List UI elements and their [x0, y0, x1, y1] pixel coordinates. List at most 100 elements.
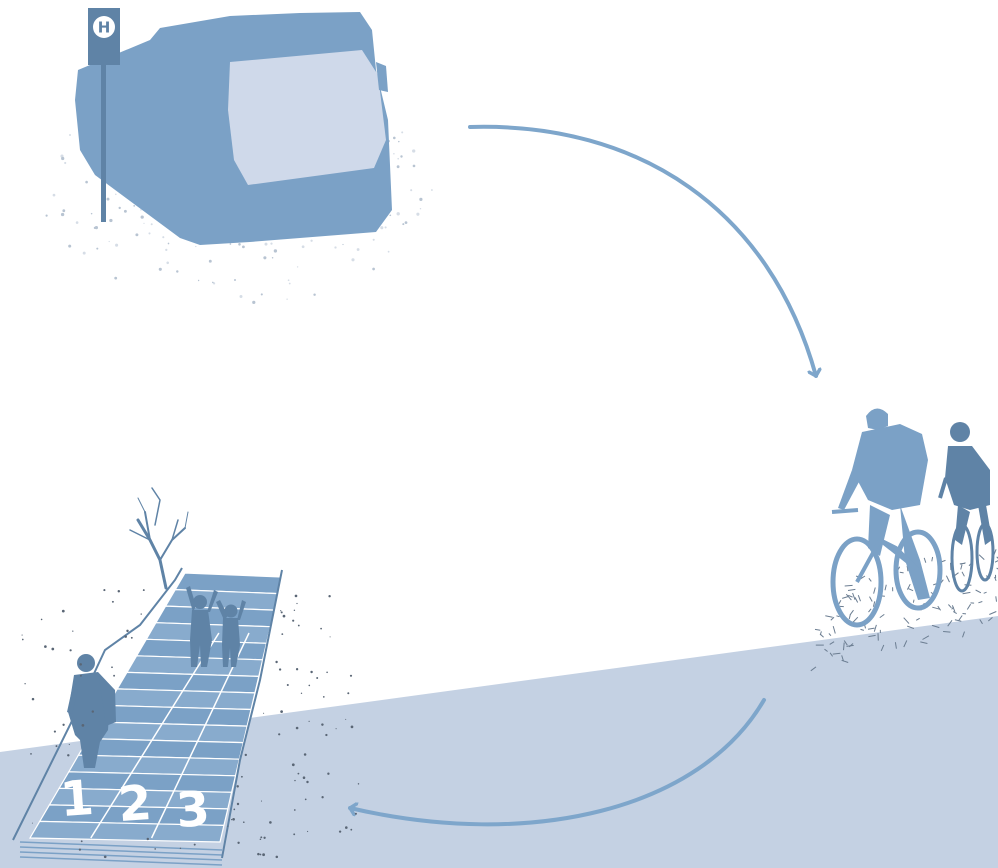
stairs-speckle-dot: [354, 812, 357, 815]
bus-shadow-dot: [402, 223, 405, 226]
bus-shadow-dot: [143, 222, 145, 224]
bus-shadow-dot: [393, 153, 395, 155]
bus-shadow-dot: [229, 243, 232, 245]
leaf-mark: [962, 631, 965, 638]
stairs-speckle-dot: [357, 783, 360, 785]
bus-shadow-dot: [69, 134, 71, 136]
bus-shadow-dot: [176, 270, 179, 273]
leaf-mark: [852, 616, 859, 623]
stair-base-line: [19, 846, 223, 856]
leaf-mark: [922, 635, 930, 640]
stairs-speckle-dot: [40, 618, 43, 621]
stairs-speckle-dot: [297, 624, 300, 627]
bus-shadow-dot: [387, 250, 390, 253]
stairs-speckle-dot: [79, 663, 82, 666]
leaf-mark: [847, 588, 856, 591]
bus-shadow-dot: [52, 193, 56, 197]
stairs-speckle-dot: [111, 600, 114, 603]
leaf-mark: [845, 593, 852, 601]
bus-shadow-dot: [166, 261, 169, 265]
bus-shadow-dot: [271, 256, 274, 259]
stairs-speckle-dot: [21, 638, 24, 641]
stairs-speckle-dot: [282, 614, 286, 618]
stairs-speckle-dot: [236, 802, 240, 806]
leaf-mark: [903, 617, 910, 624]
stairs-speckle-dot: [117, 590, 121, 593]
leaf-mark: [943, 631, 951, 633]
stairs-speckle-dot: [67, 754, 70, 757]
leaf-mark: [849, 609, 854, 616]
stairs-speckle-dot: [328, 594, 331, 598]
bus-shadow-dot: [252, 300, 256, 305]
leaf-mark: [894, 642, 897, 649]
leaf-mark: [912, 599, 915, 603]
stairs-speckle-dot: [103, 855, 107, 859]
bus-shadow-dot: [195, 245, 197, 248]
leaf-mark: [884, 584, 887, 591]
stairs-speckle-dot: [302, 776, 306, 779]
bus-shadow-dot: [351, 258, 355, 262]
stairs-speckle-dot: [31, 697, 35, 701]
stairs-speckle-dot: [321, 723, 324, 726]
stairs-speckle-dot: [51, 647, 55, 651]
leaf-mark: [961, 571, 965, 577]
leaf-mark: [852, 592, 856, 600]
stairs-speckle-dot: [269, 821, 272, 824]
bus-shadow-dot: [85, 180, 88, 184]
bus-shadow-dot: [60, 212, 65, 217]
leaf-mark: [931, 556, 934, 562]
arrow-bus-to-cyclists: [468, 124, 816, 378]
stairs-speckle-dot: [244, 753, 247, 757]
stair-base-line: [19, 851, 223, 861]
leaf-mark: [828, 633, 832, 637]
stair-number-1: 1: [58, 770, 95, 828]
leaf-mark: [931, 624, 940, 629]
leaf-mark: [848, 643, 854, 648]
stairs-speckle-dot: [236, 785, 239, 788]
leaf-mark: [848, 594, 853, 598]
bus-shadow-dot: [430, 189, 433, 191]
bus-shadow-dot: [118, 206, 121, 210]
stairs-speckle-dot: [53, 730, 56, 733]
stair-base-line: [19, 841, 223, 851]
leaf-mark: [872, 601, 876, 607]
stairs-speckle-dot: [335, 728, 337, 730]
bus-shadow-dot: [165, 248, 168, 252]
stairs-speckle-dot: [69, 649, 72, 652]
bus-shadow-dot: [342, 243, 344, 246]
bus-shadow-dot: [419, 197, 423, 201]
leaf-mark: [820, 633, 824, 638]
stairs-speckle-dot: [24, 683, 26, 685]
stairs-speckle-dot: [154, 848, 157, 850]
stair-step: [28, 820, 225, 843]
bus-shadow-dot: [123, 209, 127, 213]
leaf-mark: [959, 562, 966, 565]
stairs-speckle-dot: [146, 837, 150, 841]
bus-shadow-dot: [68, 244, 72, 248]
leaf-mark: [829, 641, 835, 645]
stairs-speckle-dot: [293, 833, 296, 836]
bus-stop-sign-icon: H: [88, 8, 120, 222]
stairs-speckle-dot: [350, 725, 354, 729]
stair-number-2: 2: [116, 775, 153, 833]
walker-icon: [67, 654, 116, 768]
bus-shadow-dot: [115, 193, 117, 196]
bus-shadow-dot: [62, 209, 66, 213]
bus-shadow-dot: [208, 259, 212, 263]
stairs-speckle-dot: [111, 666, 113, 669]
leaf-mark: [814, 628, 821, 631]
stairs-speckle-dot: [321, 796, 324, 799]
children-icon: [186, 586, 246, 667]
bus-shadow-dot: [96, 247, 99, 250]
leaf-mark: [908, 588, 914, 592]
bus-shadow-dot: [396, 165, 400, 169]
stairs-speckle-dot: [308, 684, 311, 687]
stair-lane-line: [150, 632, 250, 839]
leaf-mark: [873, 624, 877, 632]
stairs-speckle-dot: [303, 753, 307, 756]
tree-icon: [129, 487, 189, 590]
bus-shadow-dot: [60, 154, 64, 158]
bus-shadow-dot: [372, 267, 375, 271]
leaf-mark: [868, 608, 872, 613]
